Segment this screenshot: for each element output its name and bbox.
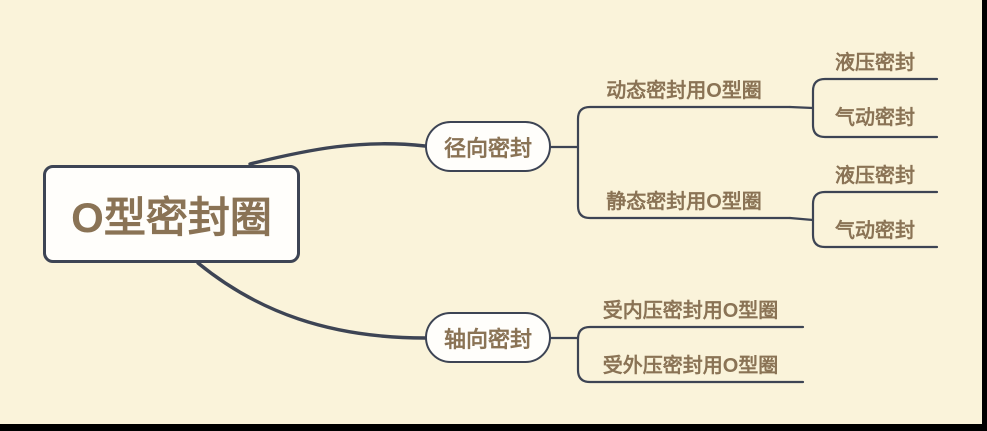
- leaf-external-pressure-oring[interactable]: 受外压密封用O型圈: [602, 355, 779, 377]
- connector-dynamic-stub: [788, 105, 815, 110]
- leaf-hydraulic-seal-dynamic[interactable]: 液压密封: [835, 52, 915, 74]
- mindmap-canvas: O型密封圈 径向密封 轴向密封 动态密封用O型圈 静态密封用O型圈 液压密封 气…: [0, 0, 982, 424]
- node-dynamic-seal-oring[interactable]: 动态密封用O型圈: [606, 80, 762, 102]
- connector-static-stub: [788, 216, 815, 222]
- connector-root-axial: [196, 261, 427, 340]
- leaf-pneumatic-seal-static[interactable]: 气动密封: [835, 220, 915, 242]
- node-static-seal-oring[interactable]: 静态密封用O型圈: [606, 191, 762, 213]
- leaf-hydraulic-seal-static[interactable]: 液压密封: [835, 165, 915, 187]
- leaf-pneumatic-seal-dynamic[interactable]: 气动密封: [835, 107, 915, 129]
- leaf-internal-pressure-oring[interactable]: 受内压密封用O型圈: [602, 300, 779, 322]
- root-node[interactable]: O型密封圈: [43, 165, 300, 263]
- connector-root-radial: [248, 142, 427, 166]
- branch-node-radial-seal[interactable]: 径向密封: [425, 121, 551, 172]
- branch-node-axial-seal[interactable]: 轴向密封: [425, 312, 551, 363]
